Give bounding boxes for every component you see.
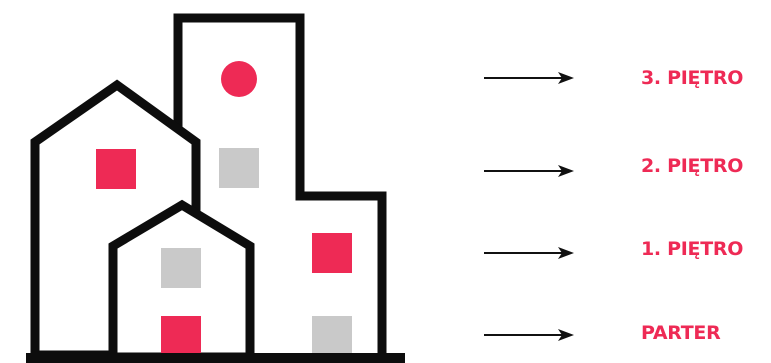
floor-label-1: 1. PIĘTRO bbox=[641, 238, 744, 260]
floor-row-3 bbox=[484, 63, 576, 93]
floor-row-1 bbox=[484, 238, 576, 268]
window-gray bbox=[219, 148, 259, 188]
floor-label-ground: PARTER bbox=[641, 322, 721, 344]
window-gray bbox=[161, 248, 201, 288]
floor-label-2: 2. PIĘTRO bbox=[641, 155, 744, 177]
window-red bbox=[96, 149, 136, 189]
window-gray bbox=[312, 316, 352, 356]
window-red bbox=[312, 233, 352, 273]
window-red bbox=[161, 316, 201, 356]
floor-row-ground bbox=[484, 320, 576, 350]
right-arrow-icon bbox=[484, 247, 574, 259]
floor-label-3: 3. PIĘTRO bbox=[641, 67, 744, 89]
round-window bbox=[221, 61, 257, 97]
right-arrow-icon bbox=[484, 165, 574, 177]
floor-row-2 bbox=[484, 156, 576, 186]
right-arrow-icon bbox=[484, 329, 574, 341]
right-arrow-icon bbox=[484, 72, 574, 84]
